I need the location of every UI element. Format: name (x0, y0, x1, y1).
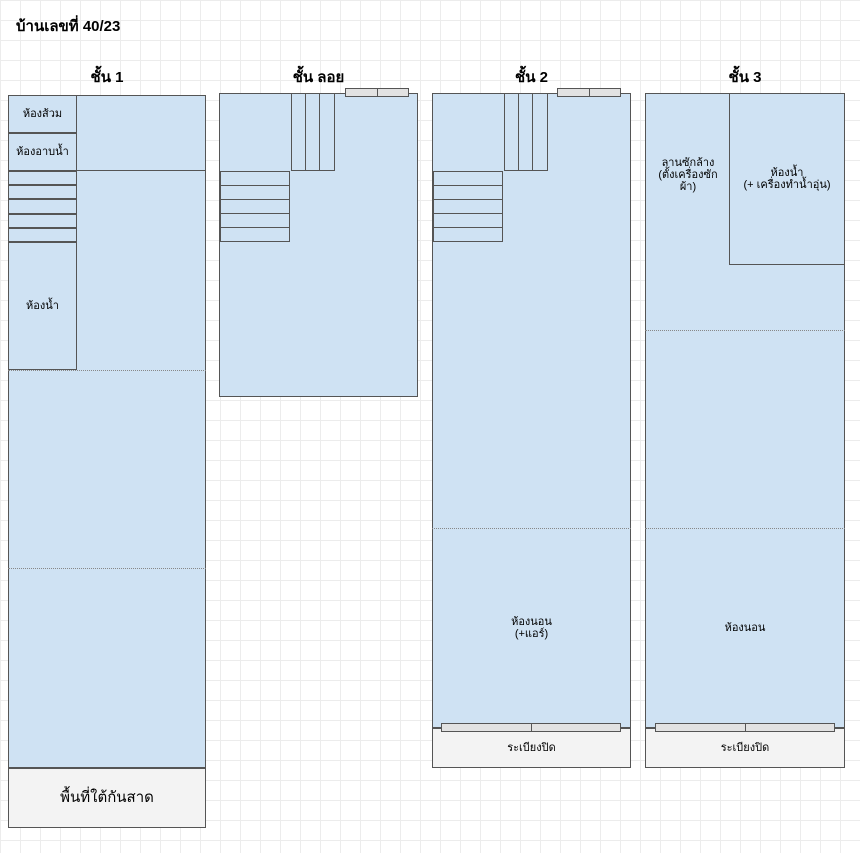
stair-step (433, 213, 503, 228)
page-title: บ้านเลขที่ 40/23 (16, 18, 121, 35)
floor3-zone-divider (645, 528, 845, 529)
window-pane (377, 88, 409, 97)
stair-step (220, 227, 290, 242)
floor2-zone-divider (432, 528, 631, 529)
window-pane (589, 88, 621, 97)
floor3-title: ชั้น 3 (728, 69, 762, 86)
window-pane (655, 723, 746, 732)
floor1-outline (8, 95, 206, 768)
stair-step (433, 185, 503, 200)
floor1-wall (77, 170, 206, 171)
stair-step (220, 185, 290, 200)
stair-step (518, 93, 533, 171)
room-bathroom[interactable]: ห้องน้ำ (8, 242, 77, 370)
mezzanine-title: ชั้น ลอย (292, 69, 345, 86)
window-pane (531, 723, 621, 732)
floor1-zone-divider (8, 370, 206, 371)
stair-step (319, 93, 335, 171)
stair-step (532, 93, 548, 171)
room-bedroom-f3[interactable]: ห้องนอน (724, 622, 766, 634)
stair-step (8, 228, 77, 242)
window-pane (745, 723, 835, 732)
room-laundry[interactable]: ลานซักล้าง (ตั้งเครื่องซัก ผ้า) (658, 157, 718, 193)
floor3-zone-divider (645, 330, 845, 331)
room-bathroom-f3[interactable]: ห้องน้ำ (+ เครื่องทำน้ำอุ่น) (729, 93, 845, 265)
floor3-outline (645, 93, 845, 728)
stair-step (8, 199, 77, 214)
stair-step (8, 185, 77, 199)
stair-step (220, 213, 290, 228)
stair-step (220, 199, 290, 214)
stair-step (291, 93, 306, 171)
floor2-outline (432, 93, 631, 728)
window-pane (441, 723, 532, 732)
stair-step (8, 171, 77, 185)
window-pane (345, 88, 378, 97)
floor2-title: ชั้น 2 (515, 69, 548, 86)
mezzanine-outline (219, 93, 418, 397)
stair-step (305, 93, 320, 171)
stair-step (433, 171, 503, 186)
floor1-title: ชั้น 1 (90, 69, 124, 86)
stair-step (220, 171, 290, 186)
room-balcony-f3[interactable]: ระเบียงปิด (645, 728, 845, 768)
stair-step (433, 227, 503, 242)
window-pane (557, 88, 590, 97)
stair-step (433, 199, 503, 214)
room-bedroom[interactable]: ห้องนอน (+แอร์) (511, 616, 552, 640)
canopy-area[interactable]: พื้นที่ใต้กันสาด (8, 768, 206, 828)
room-balcony[interactable]: ระเบียงปิด (432, 728, 631, 768)
stair-step (504, 93, 519, 171)
stair-step (8, 214, 77, 228)
floor1-zone-divider (8, 568, 206, 569)
room-toilet[interactable]: ห้องส้วม (8, 95, 77, 133)
room-shower[interactable]: ห้องอาบน้ำ (8, 133, 77, 171)
